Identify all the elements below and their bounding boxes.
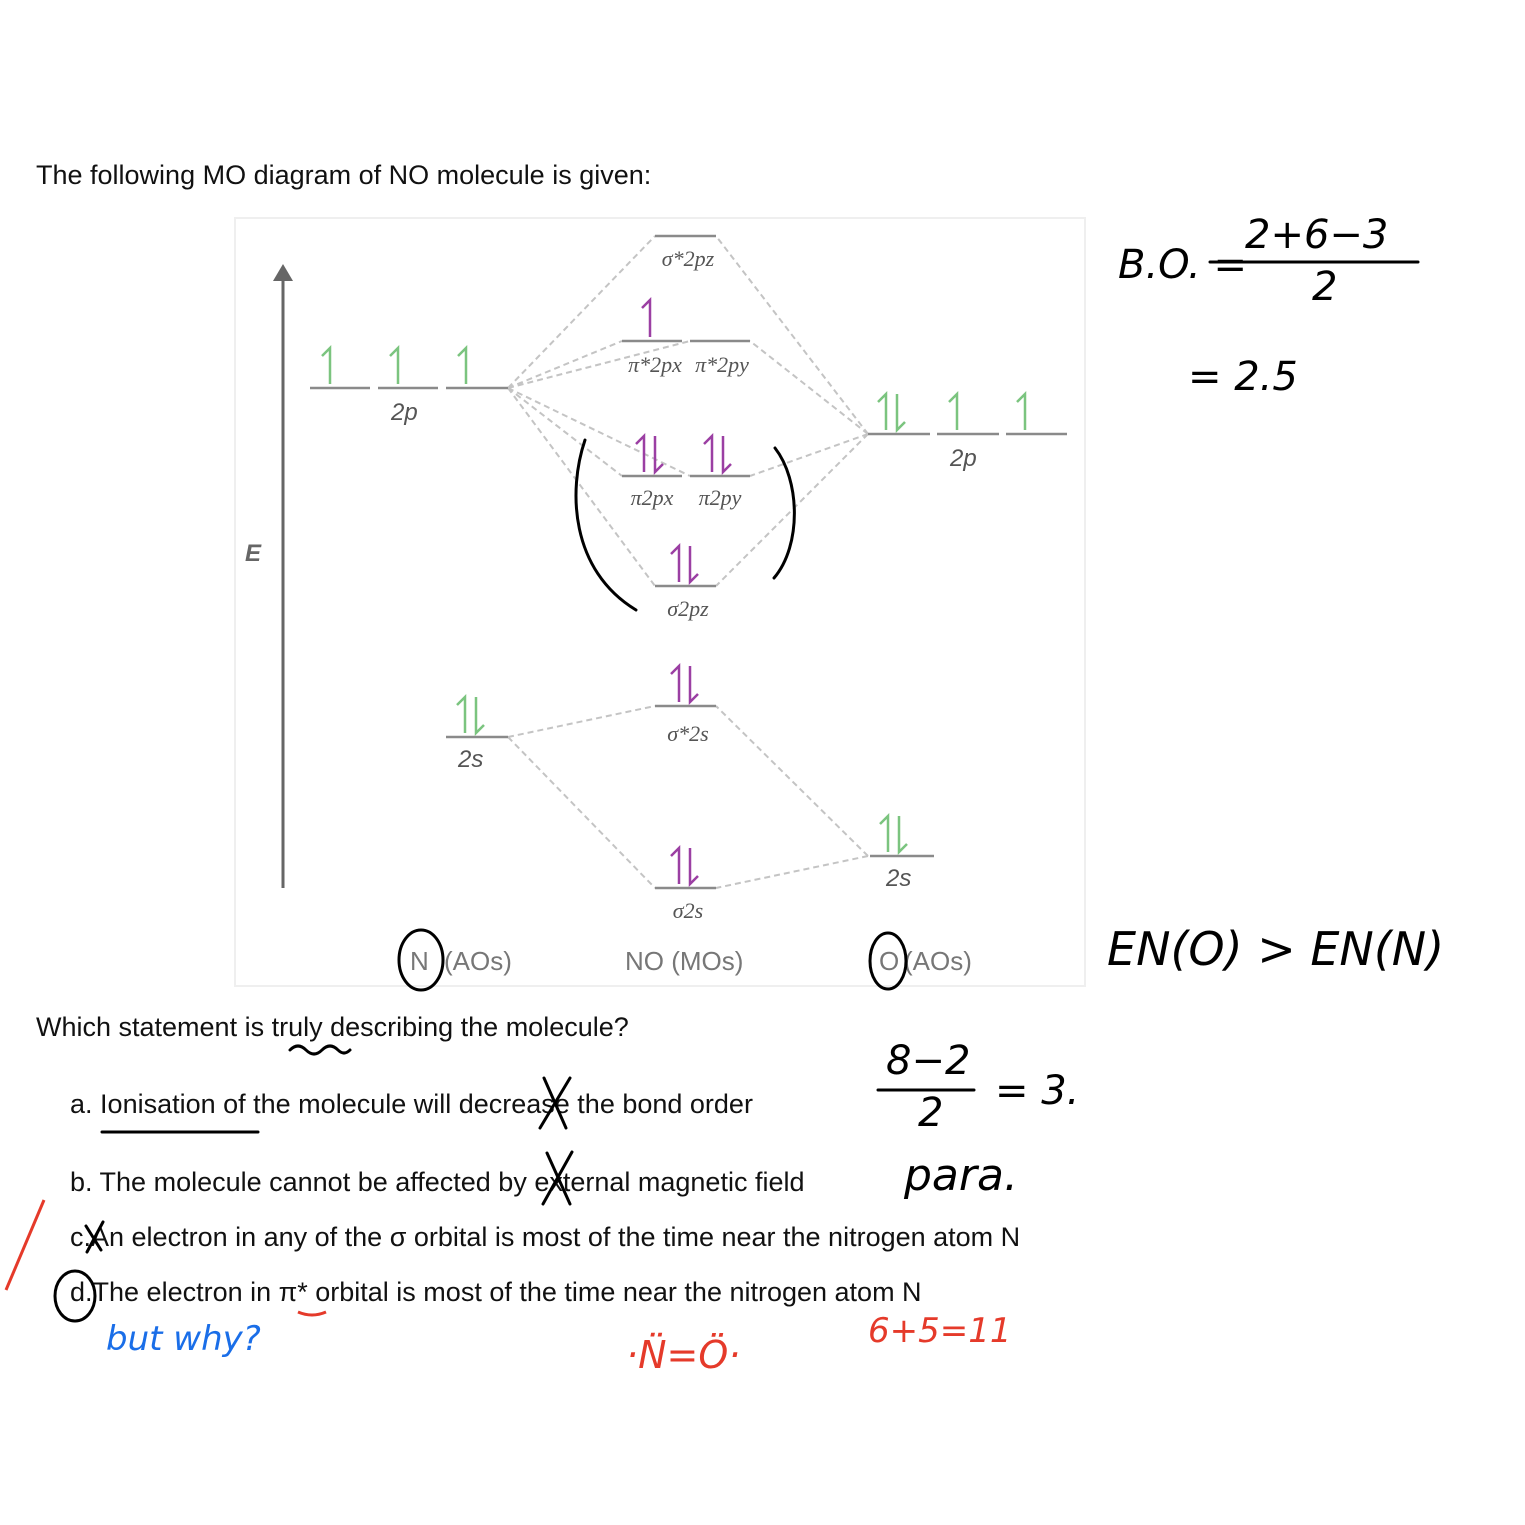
- bond-order-numerator: 2+6−3: [1245, 212, 1388, 258]
- red-mark-annotation: [4, 1199, 46, 1291]
- right-atom-label: O: [879, 946, 899, 976]
- mo-label-sigma-2pz: σ2pz: [667, 596, 709, 621]
- lewis-structure-note: ·N̈=Ö·: [626, 1333, 740, 1377]
- mo-label-sigma-2s: σ2s: [673, 898, 703, 923]
- calc-numerator: 8−2: [886, 1038, 970, 1084]
- right-2p-label: 2p: [949, 445, 977, 472]
- electron-count-note: 6+5=11: [868, 1311, 1012, 1351]
- axis-arrow-icon: [273, 264, 293, 281]
- mo-label-pi-star-2py: π*2py: [695, 352, 749, 377]
- intro-text: The following MO diagram of NO molecule …: [36, 160, 652, 190]
- cross-a-annotation: [538, 1076, 572, 1130]
- right-2s-label: 2s: [885, 865, 911, 892]
- mo-electrons: [635, 296, 732, 888]
- question-note: but why?: [106, 1319, 261, 1359]
- option-text: Ionisation of the molecule will decrease…: [100, 1089, 753, 1119]
- option-text: An electron in any of the σ orbital is m…: [91, 1222, 1021, 1252]
- energy-levels: [310, 234, 1067, 890]
- red-underline-annotation: [297, 1310, 327, 1317]
- bracket-right-annotation: [772, 446, 796, 580]
- cross-b-annotation: [541, 1150, 574, 1206]
- option-text: The electron in π* orbital is most of th…: [92, 1277, 922, 1307]
- circle-d-annotation: [53, 1269, 97, 1323]
- center-label: NO (MOs): [625, 946, 743, 976]
- circle-o-annotation: [868, 931, 908, 991]
- option-d: d.The electron in π* orbital is most of …: [70, 1277, 922, 1308]
- option-c: c.An electron in any of the σ orbital is…: [70, 1222, 1020, 1253]
- electronegativity-note: EN(O) > EN(N): [1107, 922, 1444, 976]
- diagram-frame: [234, 217, 1086, 987]
- energy-axis-label: E: [245, 540, 262, 567]
- left-atom-suffix: (AOs): [444, 946, 512, 976]
- option-letter: c.: [70, 1222, 92, 1252]
- left-2p-label: 2p: [390, 399, 418, 426]
- left-2s-label: 2s: [457, 746, 483, 773]
- squiggle-annotation: [288, 1044, 352, 1056]
- left-atom-label: N: [410, 946, 429, 976]
- option-text: The molecule cannot be affected by exter…: [99, 1167, 805, 1197]
- mo-label-pi-2py: π2py: [699, 485, 742, 510]
- option-letter: b.: [70, 1167, 93, 1197]
- para-note: para.: [903, 1150, 1018, 1201]
- mo-label-sigma-star-2s: σ*2s: [667, 721, 708, 746]
- right-atom-suffix: (AOs): [904, 946, 972, 976]
- option-b: b. The molecule cannot be affected by ex…: [70, 1167, 804, 1198]
- circle-n-annotation: [397, 928, 445, 992]
- mo-label-sigma-star-2pz: σ*2pz: [662, 246, 715, 271]
- cross-c-annotation: [84, 1220, 105, 1254]
- mo-label-pi-2px: π2px: [631, 485, 674, 510]
- bond-order-result: = 2.5: [1188, 354, 1298, 400]
- mo-label-pi-star-2px: π*2px: [628, 352, 682, 377]
- option-a: a. Ionisation of the molecule will decre…: [70, 1089, 753, 1120]
- bracket-left-annotation: [574, 438, 638, 612]
- calc-denominator: 2: [918, 1090, 943, 1136]
- calc-result: = 3.: [995, 1068, 1079, 1114]
- bond-order-denominator: 2: [1312, 264, 1337, 310]
- question-text: Which statement is truly describing the …: [36, 1012, 629, 1042]
- option-letter: a.: [70, 1089, 93, 1119]
- atomic-electrons: [321, 344, 1027, 856]
- option-letter: d.: [70, 1277, 93, 1307]
- bond-order-prefix: B.O. =: [1118, 242, 1247, 288]
- correlation-lines: [507, 235, 869, 889]
